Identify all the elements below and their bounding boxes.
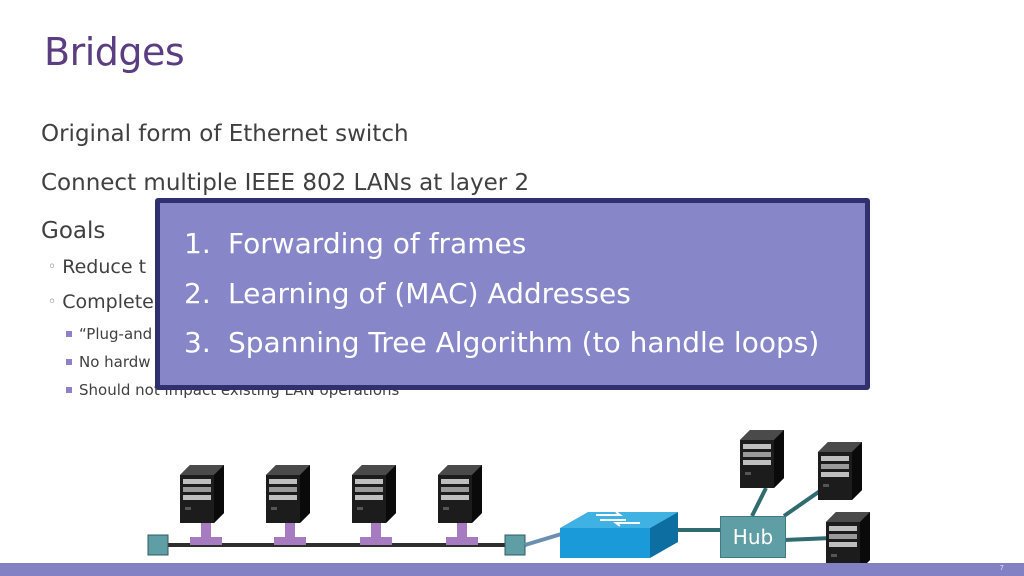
callout-item-spanning-tree: 3. Spanning Tree Algorithm (to handle loo… (184, 326, 819, 359)
circle-bullet-icon: ◦ (48, 294, 57, 310)
callout-item-text: Forwarding of frames (228, 227, 527, 260)
bullet-connect-lans: Connect multiple IEEE 802 LANs at layer … (41, 170, 530, 196)
sub-bullet-complete-text: Complete (62, 291, 154, 313)
server-icon (818, 442, 862, 500)
bullet-goals: Goals (41, 218, 106, 244)
callout-item-text: Learning of (MAC) Addresses (228, 277, 631, 310)
callout-item-forwarding: 1. Forwarding of frames (184, 227, 526, 260)
tap-icon (190, 523, 222, 545)
callout-item-learning: 2. Learning of (MAC) Addresses (184, 277, 631, 310)
square-bullet-icon (66, 359, 72, 365)
square-bullet-icon (66, 331, 72, 337)
server-icon (826, 512, 870, 570)
tap-icon (274, 523, 306, 545)
sub-sub-bullet-hardware: No hardw (66, 353, 151, 371)
terminator-icon (504, 534, 526, 556)
tap-icon (446, 523, 478, 545)
sub-sub-bullet-plug: “Plug-and (66, 325, 152, 343)
server-icon (180, 465, 224, 523)
sub-bullet-complete: ◦ Complete (48, 291, 154, 313)
slide-title: Bridges (44, 30, 185, 74)
server-icon (266, 465, 310, 523)
callout-item-number: 2. (184, 277, 211, 310)
bullet-original-form: Original form of Ethernet switch (41, 121, 409, 147)
sub-bullet-reduce: ◦ Reduce t (48, 256, 146, 278)
hub-link (783, 536, 833, 542)
terminator-icon (147, 534, 169, 556)
circle-bullet-icon: ◦ (48, 259, 57, 275)
sub-sub-bullet-hardware-text: No hardw (79, 353, 151, 371)
hub-icon: Hub (720, 516, 786, 558)
hub-link (750, 487, 768, 517)
page-number: 7 (999, 564, 1004, 572)
footer-bar (0, 563, 1024, 576)
server-icon (438, 465, 482, 523)
server-icon (352, 465, 396, 523)
switch-icon (560, 511, 678, 558)
callout-item-text: Spanning Tree Algorithm (to handle loops… (228, 326, 820, 359)
sub-sub-bullet-plug-text: “Plug-and (79, 325, 153, 343)
callout-item-number: 3. (184, 326, 211, 359)
server-icon (740, 430, 784, 488)
tap-icon (360, 523, 392, 545)
square-bullet-icon (66, 387, 72, 393)
sub-bullet-reduce-text: Reduce t (62, 256, 147, 278)
callout-item-number: 1. (184, 227, 211, 260)
callout-box: 1. Forwarding of frames 2. Learning of (MA… (155, 198, 870, 390)
